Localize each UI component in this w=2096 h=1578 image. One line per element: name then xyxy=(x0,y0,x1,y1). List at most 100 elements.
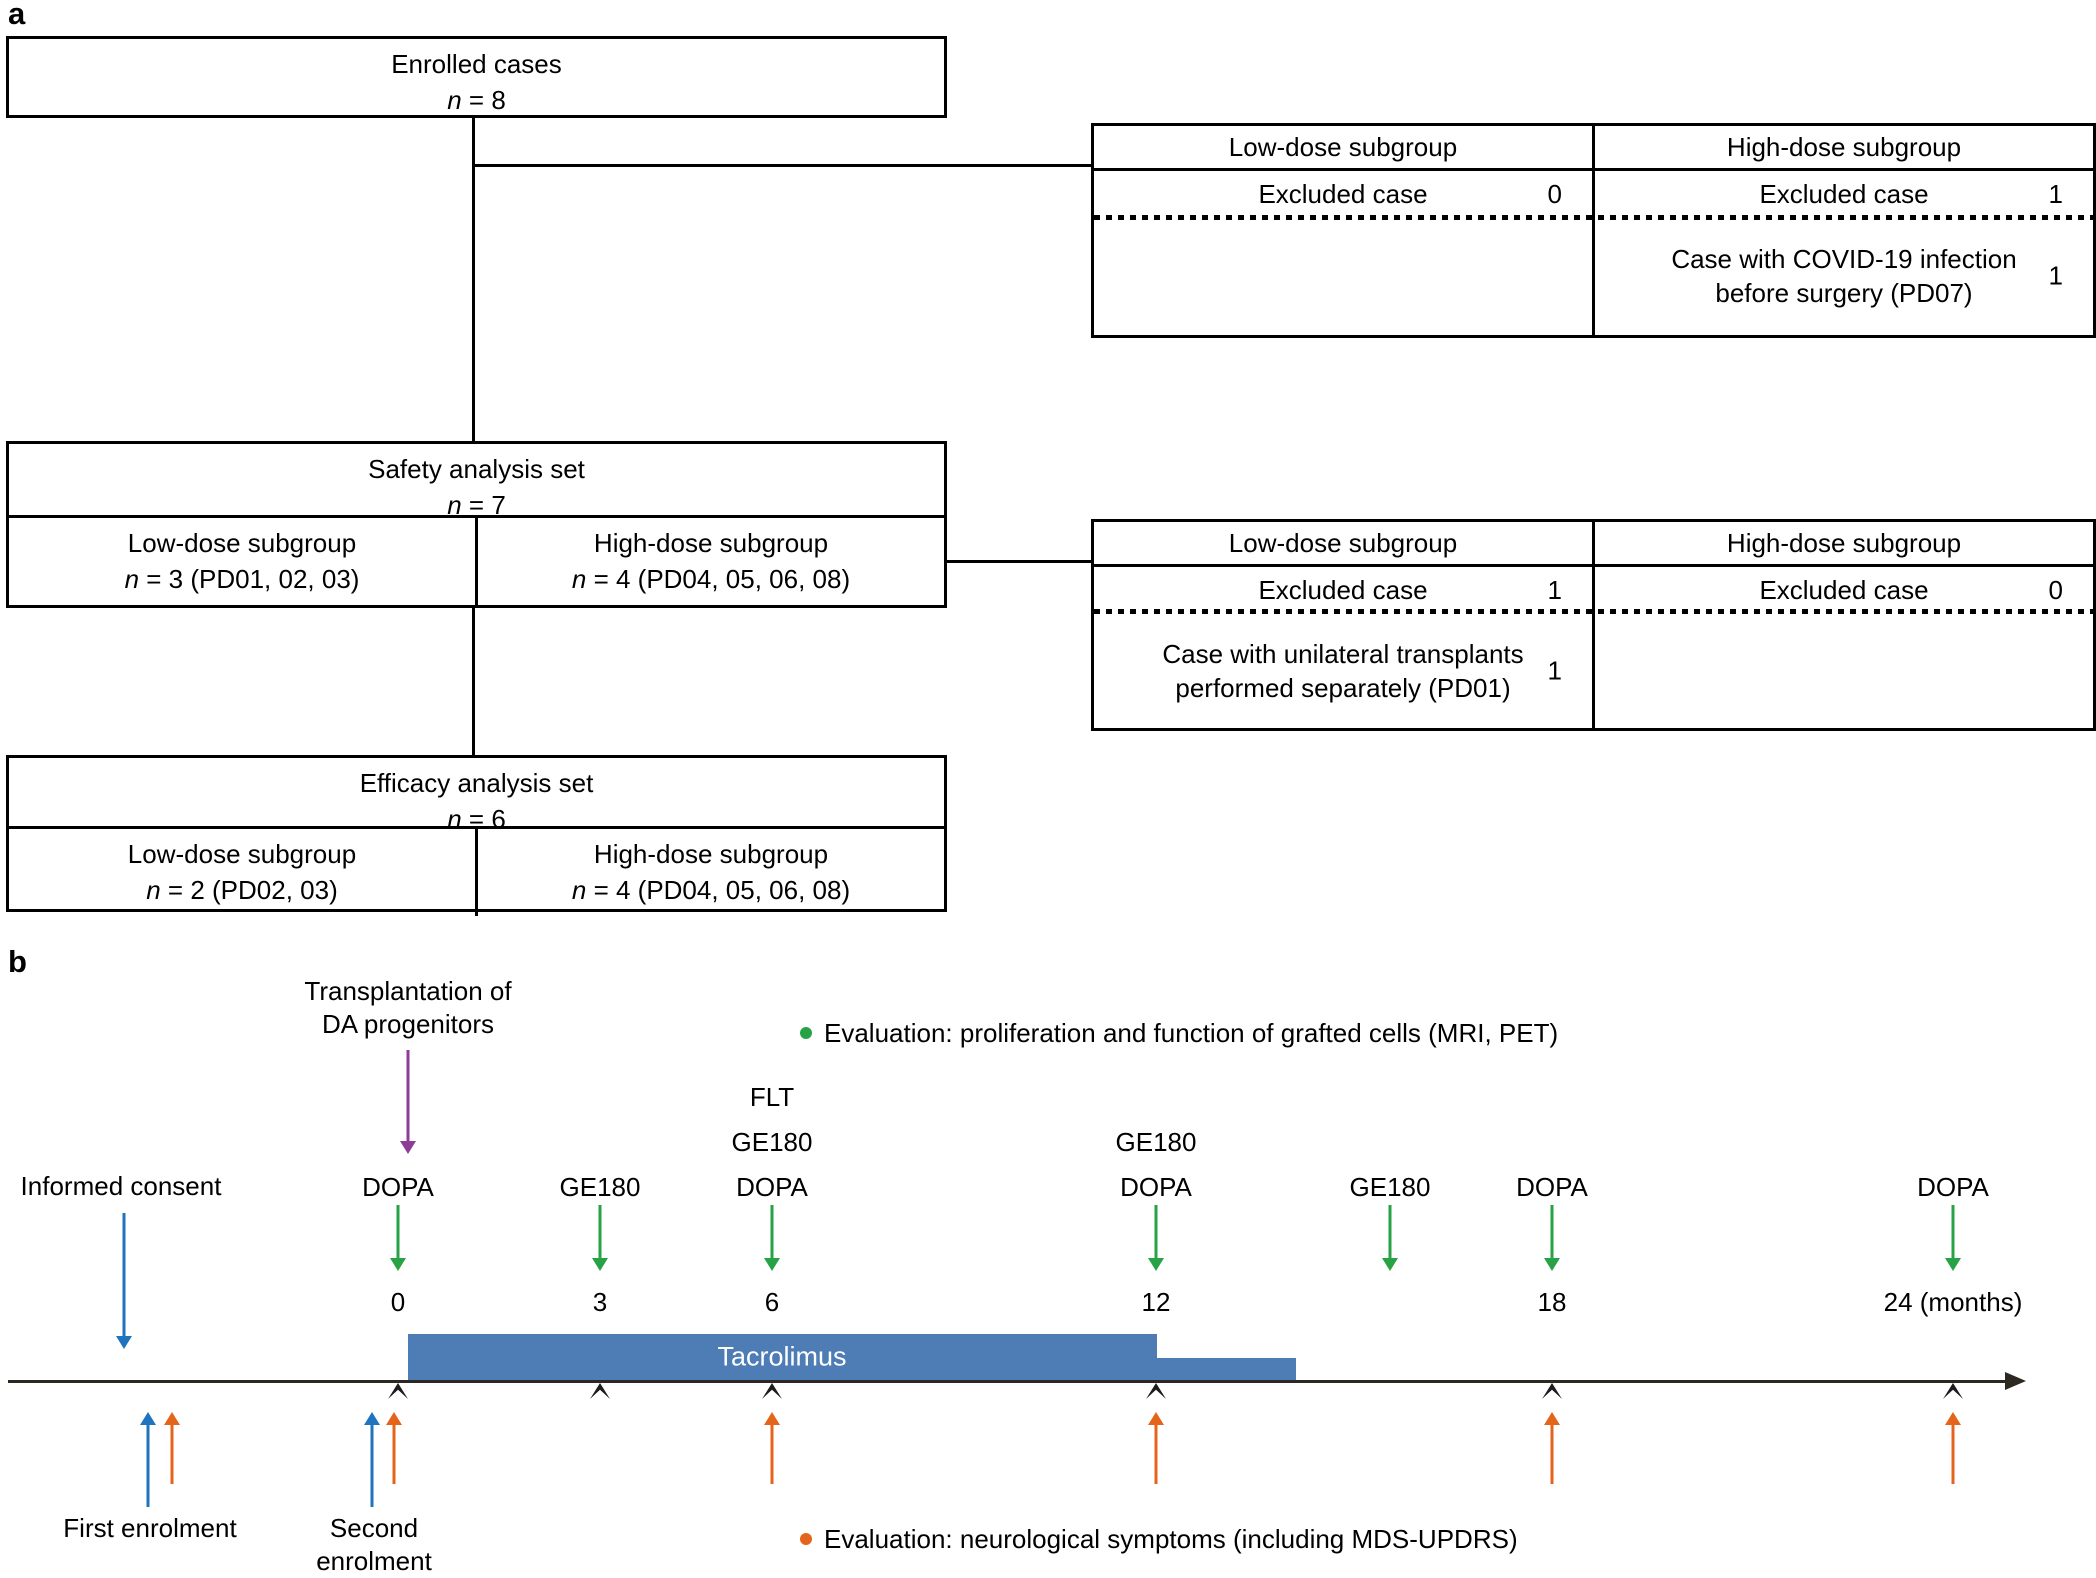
second-enrolment-blue-up-arrow-icon xyxy=(363,1412,381,1507)
exclusion-1-high-dose-column: High-dose subgroup Excluded case 1 Case … xyxy=(1592,126,2093,335)
exclusion-table-1: Low-dose subgroup Excluded case 0 High-d… xyxy=(1091,123,2096,338)
efficacy-low-dose-cell: Low-dose subgroup n = 2 (PD02, 03) xyxy=(9,829,475,916)
excluded-case-label: Excluded case xyxy=(1258,179,1428,209)
subgroup-n: n = 2 (PD02, 03) xyxy=(146,875,338,905)
timeline-caret-icon xyxy=(762,1383,782,1399)
green-down-arrow-icon xyxy=(763,1205,781,1271)
exclusion-reason: Case with unilateral transplants perform… xyxy=(1162,639,1524,703)
exclusion-table-2: Low-dose subgroup Excluded case 1 Case w… xyxy=(1091,519,2096,731)
green-bullet-icon xyxy=(800,1027,812,1039)
first-enrolment-orange-up-arrow-icon xyxy=(163,1412,181,1484)
efficacy-title: Efficacy analysis set xyxy=(359,768,594,798)
safety-low-dose-cell: Low-dose subgroup n = 3 (PD01, 02, 03) xyxy=(9,518,475,608)
tacrolimus-taper-bar xyxy=(1157,1358,1296,1380)
timeline-event-labels: DOPA xyxy=(1516,1172,1588,1217)
subgroup-title: Low-dose subgroup xyxy=(127,839,357,869)
flow-branch-line-1 xyxy=(472,164,1092,167)
second-enrolment-orange-up-arrow-icon xyxy=(385,1412,403,1484)
timeline-caret-icon xyxy=(388,1383,408,1399)
dotted-separator xyxy=(1094,215,2093,220)
timeline-caret-icon xyxy=(590,1383,610,1399)
tracer-label: DOPA xyxy=(362,1172,434,1202)
safety-title: Safety analysis set xyxy=(368,454,585,484)
informed-consent-label: Informed consent xyxy=(20,1171,222,1201)
green-down-arrow-icon xyxy=(1147,1205,1165,1271)
column-header: Low-dose subgroup xyxy=(1094,126,1592,171)
subgroup-title: High-dose subgroup xyxy=(593,839,829,869)
dotted-separator xyxy=(1094,609,2093,614)
first-enrolment-label: First enrolment xyxy=(63,1513,237,1543)
second-enrolment-label: Second enrolment xyxy=(316,1513,432,1576)
subgroup-title: Low-dose subgroup xyxy=(127,528,357,558)
excluded-case-count: 1 xyxy=(2048,179,2063,209)
excluded-case-count: 1 xyxy=(1547,575,1562,605)
safety-n: n = 7 xyxy=(447,490,506,520)
excluded-case-count: 0 xyxy=(1547,179,1562,209)
orange-up-arrow-icon xyxy=(763,1412,781,1484)
enrolled-title: Enrolled cases xyxy=(391,49,562,79)
subgroup-n: n = 4 (PD04, 05, 06, 08) xyxy=(571,564,851,594)
column-header: High-dose subgroup xyxy=(1595,522,2093,567)
tracer-label: DOPA xyxy=(1120,1172,1192,1202)
tracer-label: GE180 xyxy=(559,1172,641,1202)
green-down-arrow-icon xyxy=(1944,1205,1962,1271)
transplantation-label: Transplantation of DA progenitors xyxy=(258,975,558,1041)
excluded-case-count: 0 xyxy=(2048,575,2063,605)
month-tick-label: 3 xyxy=(592,1287,608,1317)
timeline-event-labels: GE180 xyxy=(1350,1172,1431,1217)
transplantation-line2: DA progenitors xyxy=(322,1009,494,1039)
tacrolimus-label: Tacrolimus xyxy=(717,1341,847,1372)
orange-up-arrow-icon xyxy=(1147,1412,1165,1484)
evaluation-neurological-label: Evaluation: neurological symptoms (inclu… xyxy=(824,1524,1518,1554)
green-down-arrow-icon xyxy=(1543,1205,1561,1271)
subgroup-title: High-dose subgroup xyxy=(593,528,829,558)
orange-bullet-icon xyxy=(800,1533,812,1545)
timeline-event-labels: DOPA xyxy=(1917,1172,1989,1217)
excluded-case-label: Excluded case xyxy=(1258,575,1428,605)
timeline-event-labels: GE180 xyxy=(560,1172,641,1217)
column-header: Low-dose subgroup xyxy=(1094,522,1592,567)
tracer-label: GE180 xyxy=(731,1127,813,1157)
month-tick-label: 6 xyxy=(764,1287,780,1317)
subgroup-n: n = 4 (PD04, 05, 06, 08) xyxy=(571,875,851,905)
timeline-caret-icon xyxy=(1542,1383,1562,1399)
subgroup-n: n = 3 (PD01, 02, 03) xyxy=(124,564,360,594)
green-down-arrow-icon xyxy=(1381,1205,1399,1271)
informed-consent-down-arrow-icon xyxy=(115,1213,133,1349)
first-enrolment-blue-up-arrow-icon xyxy=(139,1412,157,1507)
transplantation-down-arrow-icon xyxy=(399,1050,417,1154)
month-tick-label: 24 (months) xyxy=(1883,1287,2023,1317)
evaluation-imaging-label: Evaluation: proliferation and function o… xyxy=(824,1018,1559,1048)
enrolled-cases-box: Enrolled cases n = 8 xyxy=(6,36,947,118)
timeline-caret-icon xyxy=(1146,1383,1166,1399)
tracer-label: DOPA xyxy=(1917,1172,1989,1202)
panel-b-label: b xyxy=(8,944,27,979)
exclusion-1-low-dose-column: Low-dose subgroup Excluded case 0 xyxy=(1094,126,1592,335)
tacrolimus-bar xyxy=(408,1334,1157,1380)
flow-connector-vertical-1 xyxy=(472,118,475,441)
exclusion-reason-count: 1 xyxy=(1547,655,1562,686)
orange-up-arrow-icon xyxy=(1543,1412,1561,1484)
excluded-case-label: Excluded case xyxy=(1759,575,1929,605)
safety-high-dose-cell: High-dose subgroup n = 4 (PD04, 05, 06, … xyxy=(475,518,944,608)
column-header: High-dose subgroup xyxy=(1595,126,2093,171)
enrolled-n: n = 8 xyxy=(447,85,506,115)
exclusion-reason: Case with COVID-19 infection before surg… xyxy=(1671,244,2017,308)
panel-a-label: a xyxy=(8,0,26,31)
tracer-label: GE180 xyxy=(1115,1127,1197,1157)
tracer-label: FLT xyxy=(749,1082,795,1112)
timeline-caret-icon xyxy=(1943,1383,1963,1399)
exclusion-2-low-dose-column: Low-dose subgroup Excluded case 1 Case w… xyxy=(1094,522,1592,728)
green-down-arrow-icon xyxy=(591,1205,609,1271)
safety-analysis-box: Safety analysis set n = 7 Low-dose subgr… xyxy=(6,441,947,608)
month-tick-label: 0 xyxy=(390,1287,406,1317)
green-down-arrow-icon xyxy=(389,1205,407,1271)
efficacy-analysis-box: Efficacy analysis set n = 6 Low-dose sub… xyxy=(6,755,947,916)
timeline-event-labels: DOPA xyxy=(362,1172,434,1217)
exclusion-reason-count: 1 xyxy=(2048,260,2063,291)
timeline-axis xyxy=(8,1380,2007,1383)
flow-connector-vertical-2 xyxy=(472,608,475,755)
